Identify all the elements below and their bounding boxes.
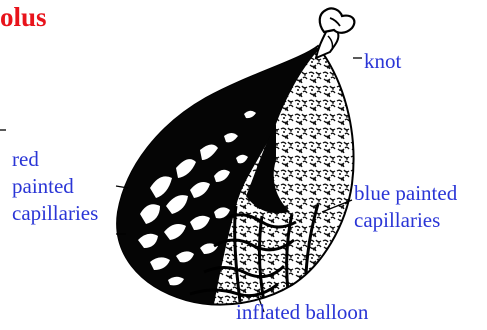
label-red-painted-capillaries: red painted capillaries: [12, 146, 98, 227]
label-blue-line-2: capillaries: [354, 207, 457, 234]
label-blue-line-1: blue painted: [354, 180, 457, 207]
label-red-line-2: painted: [12, 173, 98, 200]
knot-icon: [316, 8, 354, 58]
label-red-line-1: red: [12, 146, 98, 173]
label-knot: knot: [364, 48, 401, 75]
label-inflated-balloon: inflated balloon: [236, 299, 368, 326]
label-blue-painted-capillaries: blue painted capillaries: [354, 180, 457, 234]
label-red-line-3: capillaries: [12, 200, 98, 227]
